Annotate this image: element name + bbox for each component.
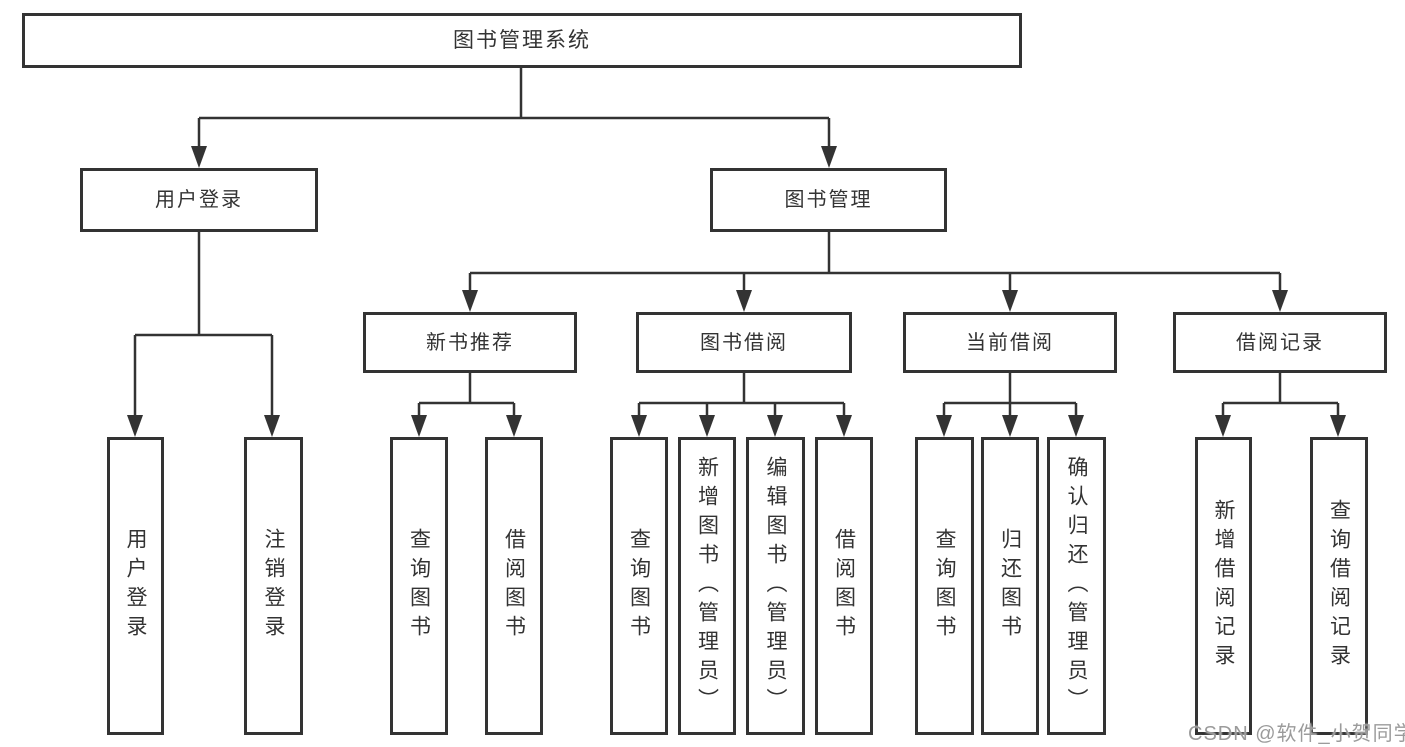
edge-root-split [197,68,831,150]
node-user-login: 用户登录 [80,168,318,232]
watermark: CSDN @软件_小贺同学 [1188,723,1405,745]
edge-userlogin-split [133,232,274,419]
leaf-query-books-borrow: 查询图书 [610,437,668,735]
edge-bookmgmt-split [468,232,1282,294]
arrowheads [127,146,1346,437]
root-box-library-system: 图书管理系统 [22,13,1022,68]
edge-newbook-split [417,373,516,419]
leaf-edit-book-admin: 编辑图书（管理员） [746,437,805,735]
edge-records-split [1221,373,1340,419]
node-book-management: 图书管理 [710,168,947,232]
leaf-add-borrow-record: 新增借阅记录 [1195,437,1252,735]
edge-bookborrow-split [637,373,846,419]
leaf-confirm-return-admin: 确认归还（管理员） [1047,437,1106,735]
node-book-borrow: 图书借阅 [636,312,852,373]
leaf-user-login: 用户登录 [107,437,164,735]
leaf-logout: 注销登录 [244,437,303,735]
leaf-query-borrow-record: 查询借阅记录 [1310,437,1368,735]
leaf-return-book: 归还图书 [981,437,1039,735]
node-borrow-records: 借阅记录 [1173,312,1387,373]
leaf-add-book-admin: 新增图书（管理员） [678,437,736,735]
node-new-book-recommend: 新书推荐 [363,312,577,373]
edge-currentborrow-split [942,373,1078,419]
leaf-borrow-books-recommend: 借阅图书 [485,437,543,735]
node-current-borrow: 当前借阅 [903,312,1117,373]
leaf-query-books-recommend: 查询图书 [390,437,448,735]
leaf-query-books-current: 查询图书 [915,437,974,735]
leaf-borrow-books: 借阅图书 [815,437,873,735]
